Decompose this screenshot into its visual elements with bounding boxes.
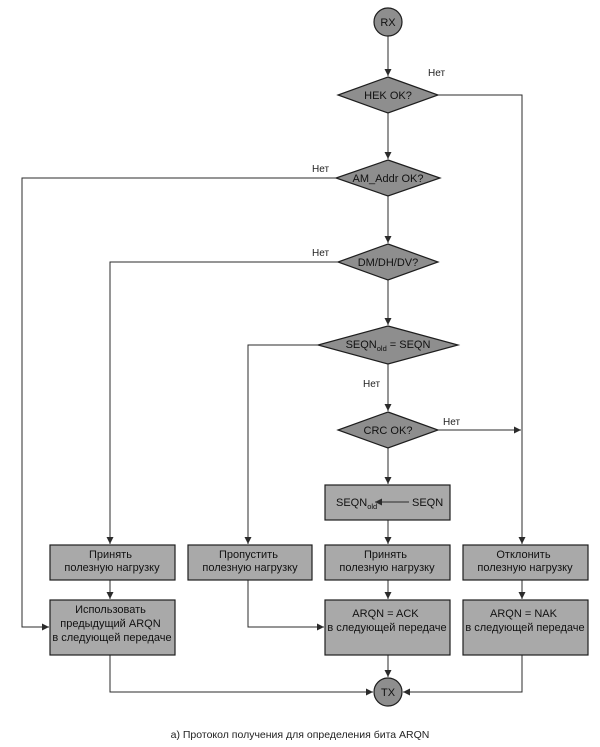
action-arqn-ack-line-1: ARQN = ACK [352,608,419,620]
action-arqn-nak-line-2: в следующей передаче [465,622,584,634]
action-use-previous-line-2: предыдущий ARQN [60,618,160,630]
action-reject-text: Отклонить полезную нагрузку [477,549,573,574]
decision-dm-dh-dv-no-label: Нет [312,248,329,259]
start-terminal [373,7,403,37]
connector-skip-to-arqn-ack [247,580,324,631]
decision-crc-label: CRC OK? [364,425,413,437]
action-use-previous-line-3: в следующей передаче [52,632,171,644]
decision-hec [336,76,440,114]
end-terminal [373,677,403,707]
start-terminal-label: RX [380,17,396,29]
connector-am-addr-no-to-use-previous [21,177,336,631]
action-use-previous-text: Использовать предыдущий ARQN в следующей… [52,604,171,644]
decision-am-addr-label: AM_Addr OK? [353,173,424,185]
process-seqn-update-right: SEQN [412,497,443,509]
action-accept-left [49,544,176,581]
action-reject [462,544,589,581]
decision-seqn-label: SEQNold= SEQN [346,339,431,353]
action-use-previous-line-1: Использовать [75,604,146,616]
action-skip-line-1: Пропустить [219,549,278,561]
action-arqn-ack [324,599,451,656]
action-accept-center-text: Принять полезную нагрузку [339,549,435,574]
action-accept-center-line-2: полезную нагрузку [339,562,435,574]
action-arqn-nak-line-1: ARQN = NAK [490,608,558,620]
figure-caption: а) Протокол получения для определения би… [171,729,430,741]
decision-seqn-label-sub: old [377,344,387,353]
action-arqn-nak-text: ARQN = NAK в следующей передаче [465,608,584,634]
action-skip-text: Пропустить полезную нагрузку [202,549,298,574]
decision-seqn [315,325,461,365]
decision-crc-no-label: Нет [443,417,460,428]
decision-am-addr [334,159,442,197]
connector-hec-no-to-reject [438,94,526,544]
action-accept-left-line-2: полезную нагрузку [64,562,160,574]
action-accept-center [324,544,451,581]
connector-dm-dh-dv-no-to-accept-left [106,261,338,544]
decision-dm-dh-dv [336,243,440,281]
connector-arqn-nak-to-tx [403,655,523,696]
process-seqn-update [324,484,451,521]
process-seqn-update-left-main: SEQN [336,497,367,509]
decision-hec-no-label: Нет [428,68,445,79]
process-seqn-update-left-sub: old [367,502,377,511]
action-skip [187,544,313,581]
decision-am-addr-no-label: Нет [312,164,329,175]
process-seqn-update-left: SEQNold [336,497,377,511]
action-reject-line-1: Отклонить [496,549,550,561]
action-use-previous [49,599,176,656]
connector-use-previous-to-tx [109,655,373,696]
action-accept-left-text: Принять полезную нагрузку [64,549,160,574]
action-arqn-ack-line-2: в следующей передаче [327,622,446,634]
decision-seqn-no-label: Нет [363,379,380,390]
decision-seqn-label-main: SEQN [346,339,377,351]
decision-seqn-label-rest: = SEQN [390,339,431,351]
decision-hec-label: HEK OK? [364,90,412,102]
end-terminal-label: TX [381,687,396,699]
action-accept-center-line-1: Принять [364,549,407,561]
action-arqn-ack-text: ARQN = ACK в следующей передаче [327,608,446,634]
action-arqn-nak [462,599,589,656]
action-accept-left-line-1: Принять [89,549,132,561]
action-skip-line-2: полезную нагрузку [202,562,298,574]
decision-dm-dh-dv-label: DM/DH/DV? [358,257,419,269]
action-reject-line-2: полезную нагрузку [477,562,573,574]
decision-crc [336,411,440,449]
connector-seqn-to-skip [244,344,318,544]
